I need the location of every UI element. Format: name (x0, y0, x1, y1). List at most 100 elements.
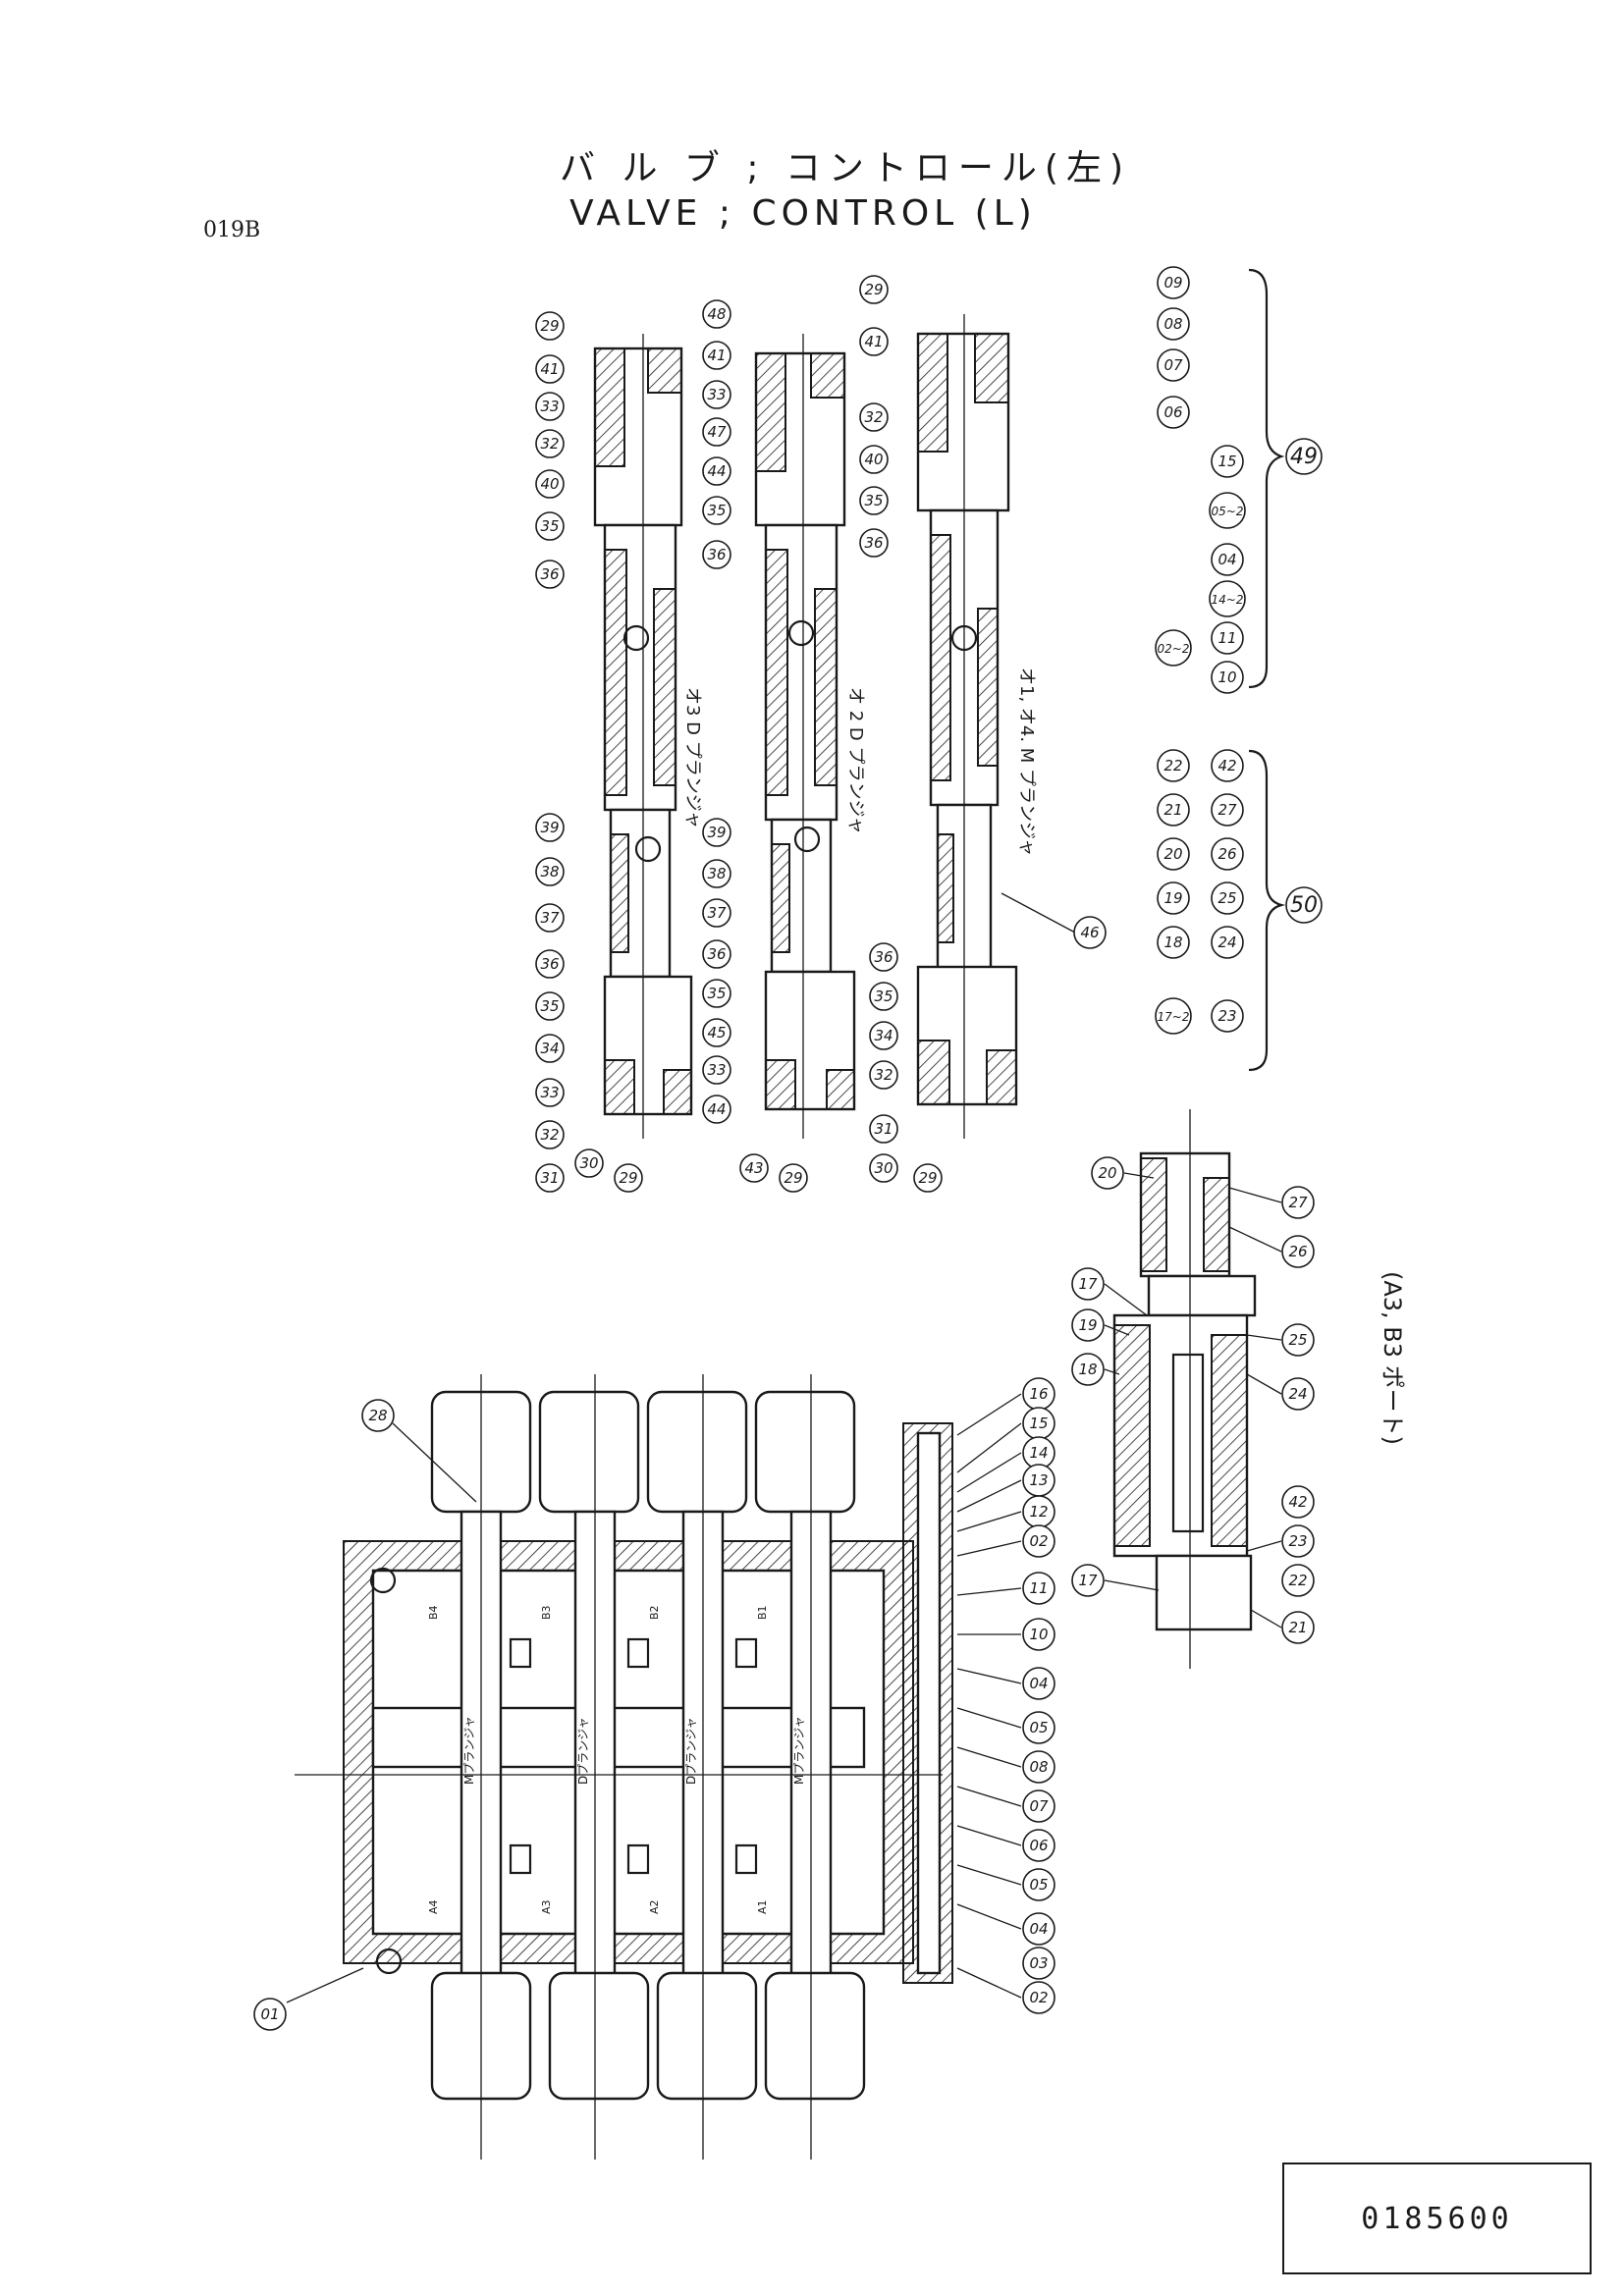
callout-b47: 47 (702, 417, 731, 447)
callout-a30: 30 (574, 1148, 604, 1178)
svg-text:32: 32 (540, 435, 559, 453)
svg-text:49: 49 (1290, 445, 1318, 469)
title-english: VALVE ; CONTROL (L) (569, 193, 1037, 234)
callout-b45: 45 (702, 1018, 731, 1047)
port-mark-b1: B1 (756, 1605, 769, 1620)
callout-m30: 30 (869, 1153, 898, 1183)
svg-text:43: 43 (744, 1159, 763, 1177)
svg-text:35: 35 (707, 502, 726, 519)
group-50 (1248, 749, 1286, 1072)
callout-06: 06 (1022, 1829, 1055, 1862)
svg-text:32: 32 (864, 408, 883, 426)
svg-text:29: 29 (918, 1169, 937, 1187)
callout-26: 26 (1281, 1235, 1315, 1268)
svg-text:44: 44 (707, 462, 726, 480)
g50-25: 25 (1211, 881, 1244, 915)
label-3d-plunger: オ3 D プランジャ (682, 687, 703, 828)
callout-02a: 02 (1022, 1524, 1055, 1558)
port-mark-a1: A1 (756, 1899, 769, 1914)
svg-text:36: 36 (864, 534, 883, 552)
svg-text:15: 15 (1217, 453, 1236, 470)
svg-text:32: 32 (874, 1066, 893, 1084)
callout-17b: 17 (1071, 1564, 1105, 1597)
callout-b43: 43 (739, 1153, 769, 1183)
g49-07: 07 (1157, 348, 1190, 382)
callout-23: 23 (1281, 1524, 1315, 1558)
spool-m-plunger (916, 314, 1018, 1139)
title-japanese: バ ル ブ ; コントロール(左) (560, 148, 1131, 188)
g50-21: 21 (1157, 793, 1190, 827)
callout-m32b: 32 (869, 1060, 898, 1090)
callout-b39: 39 (702, 818, 731, 847)
svg-text:08: 08 (1163, 315, 1182, 333)
svg-text:42: 42 (1217, 757, 1236, 774)
svg-text:11: 11 (1217, 629, 1236, 647)
svg-text:14: 14 (1029, 1444, 1048, 1462)
callout-a33: 33 (535, 392, 565, 421)
svg-text:04: 04 (1029, 1920, 1048, 1938)
svg-text:46: 46 (1080, 924, 1099, 941)
svg-text:05: 05 (1029, 1719, 1048, 1736)
callout-m36b: 36 (869, 942, 898, 972)
svg-text:04: 04 (1029, 1675, 1048, 1692)
port-mark-b4: B4 (427, 1605, 440, 1620)
svg-text:33: 33 (707, 386, 726, 403)
svg-text:12: 12 (1029, 1503, 1048, 1521)
svg-text:10: 10 (1217, 668, 1236, 686)
callout-42: 42 (1281, 1485, 1315, 1519)
callout-a41: 41 (535, 354, 565, 384)
callout-a36: 36 (535, 560, 565, 589)
svg-text:17: 17 (1078, 1572, 1098, 1589)
callout-m40: 40 (859, 445, 889, 474)
svg-text:05~2: 05~2 (1212, 505, 1244, 518)
g49-11: 11 (1211, 621, 1244, 655)
svg-text:35: 35 (540, 997, 559, 1015)
g50-42: 42 (1211, 749, 1244, 782)
g50-20: 20 (1157, 837, 1190, 871)
svg-text:20: 20 (1163, 845, 1182, 863)
svg-text:22: 22 (1163, 757, 1182, 774)
svg-text:37: 37 (540, 909, 560, 927)
g50-19: 19 (1157, 881, 1190, 915)
callout-b36b: 36 (702, 939, 731, 969)
callout-b29: 29 (779, 1163, 808, 1193)
callout-b41: 41 (702, 341, 731, 370)
callout-b35b: 35 (702, 979, 731, 1008)
callout-05b: 05 (1022, 1711, 1055, 1744)
svg-text:06: 06 (1163, 403, 1182, 421)
svg-text:27: 27 (1288, 1194, 1308, 1211)
svg-text:17: 17 (1078, 1275, 1098, 1293)
callout-04: 04 (1022, 1912, 1055, 1946)
port-mark-b3: B3 (540, 1605, 553, 1620)
callout-m41: 41 (859, 327, 889, 356)
svg-text:01: 01 (260, 2005, 279, 2023)
svg-text:36: 36 (874, 948, 893, 966)
svg-text:02~2: 02~2 (1158, 642, 1190, 656)
callout-b44b: 44 (702, 1095, 731, 1124)
svg-text:06: 06 (1029, 1837, 1048, 1854)
callout-08: 08 (1022, 1750, 1055, 1784)
callout-03: 03 (1022, 1947, 1055, 1980)
callout-a33b: 33 (535, 1078, 565, 1107)
g49-15: 15 (1211, 445, 1244, 478)
callout-04b: 04 (1022, 1667, 1055, 1700)
svg-text:18: 18 (1078, 1361, 1097, 1378)
group-49-items: 09 08 07 06 15 05~2 04 02~2 14~2 11 10 4… (1155, 266, 1323, 694)
g49-10: 10 (1211, 661, 1244, 694)
callout-b37: 37 (702, 898, 731, 928)
g50-23: 23 (1211, 999, 1244, 1033)
port-mark-b2: B2 (648, 1605, 661, 1620)
leader-lines (286, 892, 1282, 2003)
svg-text:35: 35 (540, 517, 559, 535)
svg-text:40: 40 (540, 475, 559, 493)
svg-text:23: 23 (1288, 1532, 1307, 1550)
g49-06: 06 (1157, 396, 1190, 429)
svg-text:41: 41 (540, 360, 559, 378)
svg-text:35: 35 (874, 988, 893, 1005)
svg-text:48: 48 (707, 305, 726, 323)
svg-text:08: 08 (1029, 1758, 1048, 1776)
g50-24: 24 (1211, 926, 1244, 959)
svg-text:30: 30 (874, 1159, 893, 1177)
port-mark-a3: A3 (540, 1899, 553, 1914)
